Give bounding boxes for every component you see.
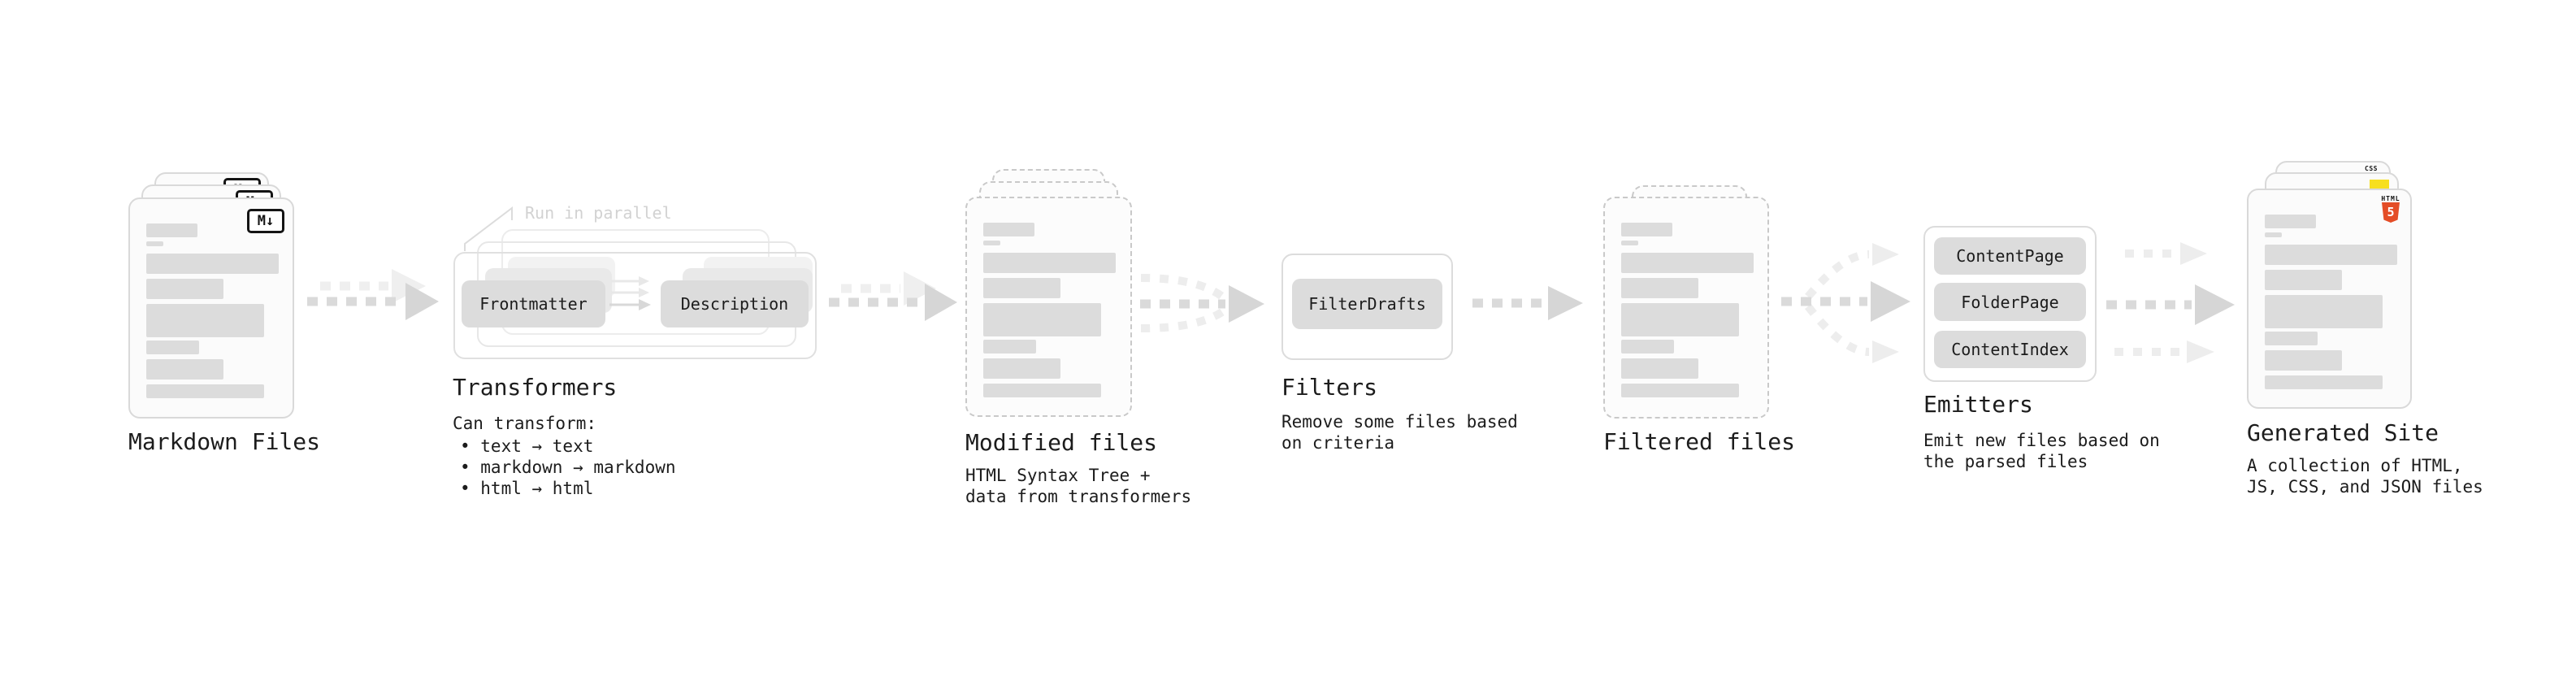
placeholder-bar [2265, 215, 2316, 228]
arrow-transformers-to-modified [829, 271, 957, 321]
placeholder-bar [1621, 223, 1672, 236]
transformers-bullet: • markdown → markdown [460, 458, 676, 477]
html5-icon: HTML 5 [2380, 195, 2401, 223]
placeholder-bar [983, 303, 1101, 336]
arrow-modified-to-filters [1140, 274, 1264, 332]
file-card-front: M↓ [128, 197, 294, 419]
filter-node-filterdrafts: FilterDrafts [1292, 279, 1442, 329]
placeholder-bar [983, 278, 1060, 298]
file-content-placeholder [146, 199, 286, 398]
placeholder-bar [146, 241, 163, 246]
arrow-emitters-to-generated [2106, 242, 2235, 363]
emitters-desc-line1: Emit new files based on [1923, 431, 2160, 450]
markdown-icon: M↓ [247, 209, 284, 233]
placeholder-bar [983, 253, 1116, 273]
placeholder-bar [1621, 253, 1754, 273]
placeholder-bar [1621, 384, 1739, 397]
transformers-bullet: • text → text [460, 436, 594, 456]
run-in-parallel-annotation: Run in parallel [525, 203, 672, 223]
placeholder-bar [146, 384, 264, 398]
arrow-filters-to-filtered [1472, 286, 1583, 320]
emitters-desc-line2: the parsed files [1923, 452, 2088, 471]
placeholder-bar [1621, 241, 1638, 245]
placeholder-bar [146, 359, 223, 380]
js-icon [2370, 180, 2389, 189]
stage-title-emitters: Emitters [1923, 391, 2033, 418]
stage-title-markdown-files: Markdown Files [128, 428, 321, 455]
filters-desc-line1: Remove some files based [1281, 412, 1518, 432]
placeholder-bar [146, 304, 264, 337]
placeholder-bar [146, 340, 199, 354]
placeholder-bar [1621, 278, 1698, 298]
placeholder-bar [2265, 295, 2383, 328]
file-card-html: HTML 5 [2247, 189, 2412, 409]
placeholder-bar [983, 358, 1060, 379]
placeholder-bar [1621, 340, 1674, 354]
file-content-placeholder [1621, 198, 1761, 397]
placeholder-bar [983, 340, 1036, 354]
placeholder-bar [2265, 332, 2318, 345]
transformer-node-description: Description [661, 280, 809, 327]
arrow-markdown-to-transformers [307, 269, 439, 320]
stage-title-generated-site: Generated Site [2247, 419, 2439, 446]
placeholder-bar [983, 241, 1000, 245]
stage-title-modified-files: Modified files [965, 429, 1158, 456]
placeholder-bar [983, 223, 1034, 236]
file-card-front [965, 197, 1132, 417]
placeholder-bar [2265, 270, 2342, 290]
transformers-bullet: • html → html [460, 479, 594, 498]
placeholder-bar [146, 223, 197, 237]
stage-title-filtered-files: Filtered files [1603, 428, 1796, 455]
file-content-placeholder [983, 198, 1124, 397]
placeholder-bar [2265, 232, 2282, 237]
modified-desc-line2: data from transformers [965, 487, 1192, 506]
stage-title-transformers: Transformers [453, 374, 618, 401]
transformer-group-front [453, 252, 817, 359]
stage-title-filters: Filters [1281, 374, 1378, 401]
emitter-node-contentpage: ContentPage [1934, 237, 2086, 275]
emitter-node-contentindex: ContentIndex [1934, 331, 2086, 368]
transformer-node-frontmatter: Frontmatter [462, 280, 605, 327]
modified-desc-line1: HTML Syntax Tree + [965, 466, 1151, 485]
placeholder-bar [983, 384, 1101, 397]
placeholder-bar [146, 279, 223, 299]
placeholder-bar [2265, 245, 2397, 265]
transformers-desc-title: Can transform: [453, 414, 597, 433]
arrow-filtered-to-emitters [1781, 243, 1910, 363]
html5-shield: 5 [2382, 202, 2400, 223]
file-card-front [1603, 197, 1769, 419]
file-content-placeholder [2265, 190, 2404, 389]
placeholder-bar [1621, 303, 1739, 336]
placeholder-bar [146, 254, 279, 274]
generated-desc-line1: A collection of HTML, [2247, 456, 2463, 475]
placeholder-bar [1621, 358, 1698, 379]
generated-desc-line2: JS, CSS, and JSON files [2247, 477, 2483, 497]
placeholder-bar [2265, 350, 2342, 371]
emitter-node-folderpage: FolderPage [1934, 283, 2086, 321]
placeholder-bar [2265, 375, 2383, 389]
filters-desc-line2: on criteria [1281, 433, 1395, 453]
